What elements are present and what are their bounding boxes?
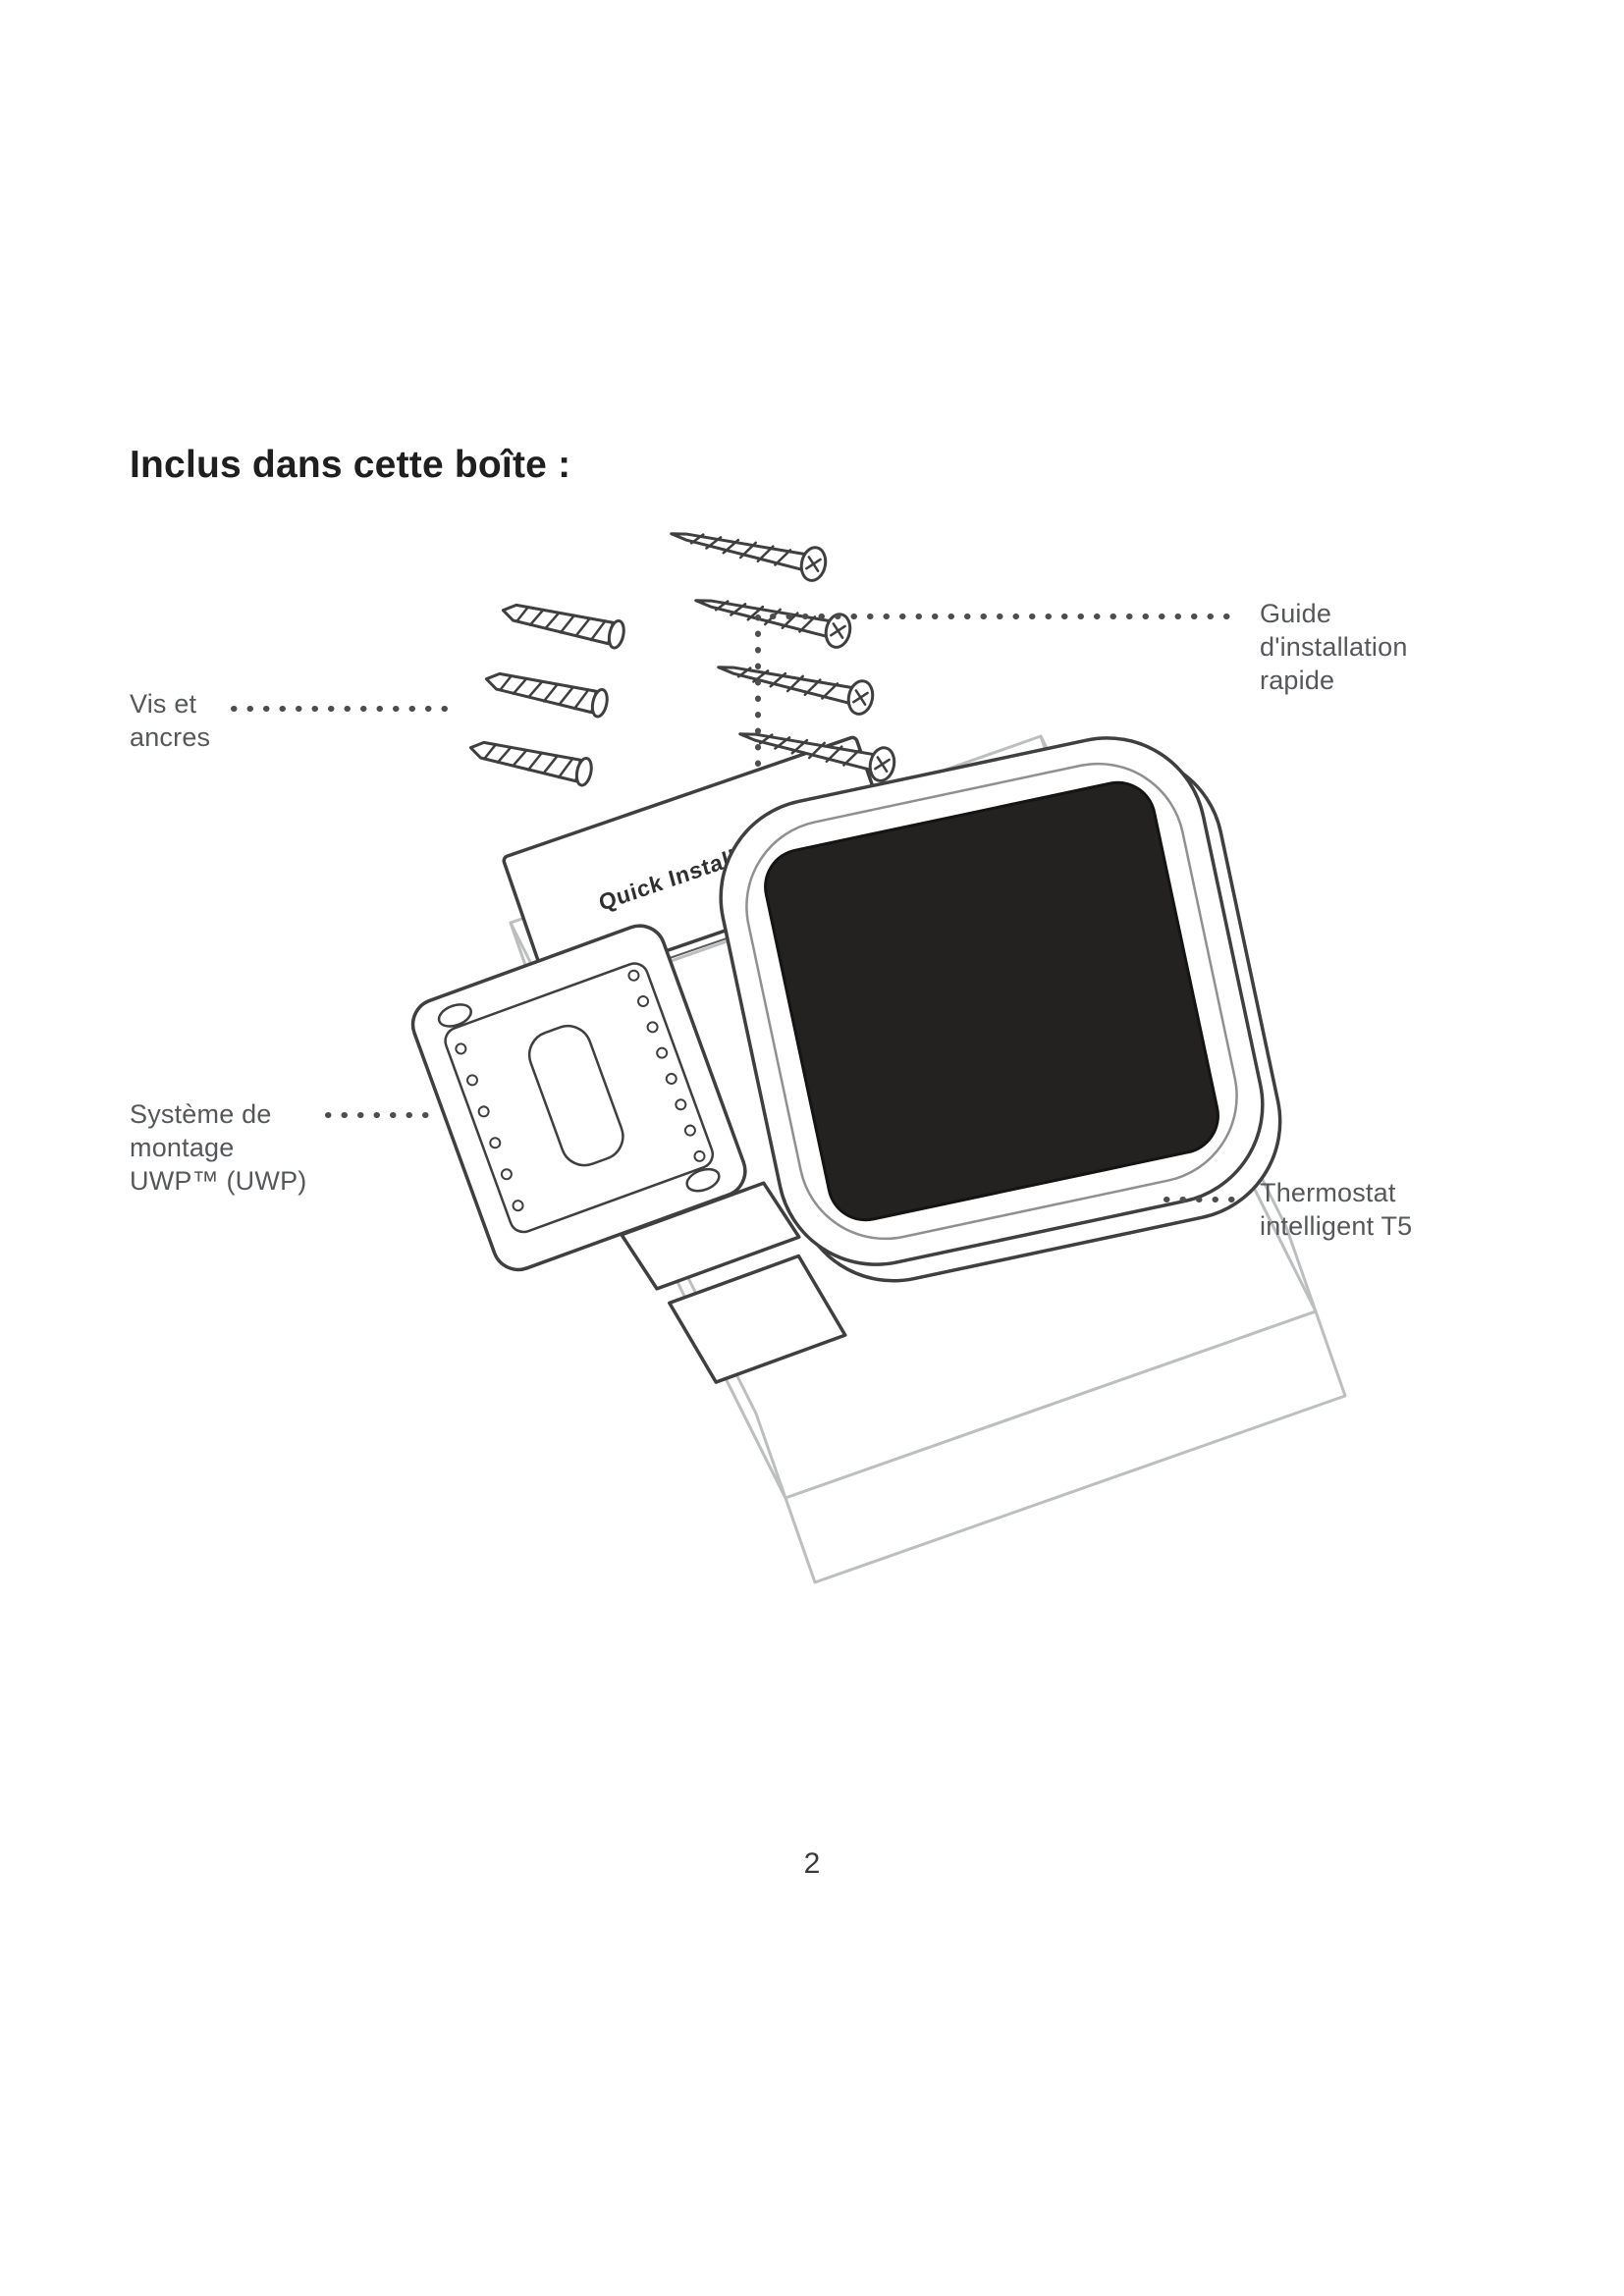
page-title: Inclus dans cette boîte : <box>130 444 571 486</box>
anchor-icon <box>498 595 628 651</box>
screw-icon <box>713 649 878 719</box>
uwp-mount-illustration <box>410 924 847 1384</box>
label-quick-guide: Guide d'installation rapide <box>1260 599 1408 695</box>
leader-lines <box>231 614 1242 1202</box>
uwp-inner-panel <box>444 962 715 1234</box>
screws-illustration <box>666 515 899 785</box>
uwp-mount-hole-top <box>437 1003 472 1028</box>
screw-icon <box>666 515 831 585</box>
uwp-wire-slot <box>527 1025 624 1167</box>
leader-quick-guide <box>755 614 1242 767</box>
thermostat-bezel <box>745 762 1238 1241</box>
anchors-illustration <box>465 595 628 788</box>
anchor-icon <box>481 664 612 720</box>
anchor-icon <box>465 732 596 788</box>
uwp-door-bottom <box>668 1254 847 1384</box>
label-thermostat: Thermostat intelligent T5 <box>1260 1178 1413 1241</box>
label-uwp-mount: Système de montage UWP™ (UWP) <box>130 1099 307 1196</box>
thermostat-illustration <box>719 736 1282 1283</box>
box-front-wall <box>784 1309 1347 1584</box>
uwp-terminal-screws <box>455 969 706 1212</box>
uwp-mount-hole-bottom <box>685 1167 721 1193</box>
label-screws-anchors: Vis et ancres <box>130 689 211 752</box>
thermostat-screen <box>764 780 1219 1222</box>
page-number: 2 <box>803 1847 821 1880</box>
